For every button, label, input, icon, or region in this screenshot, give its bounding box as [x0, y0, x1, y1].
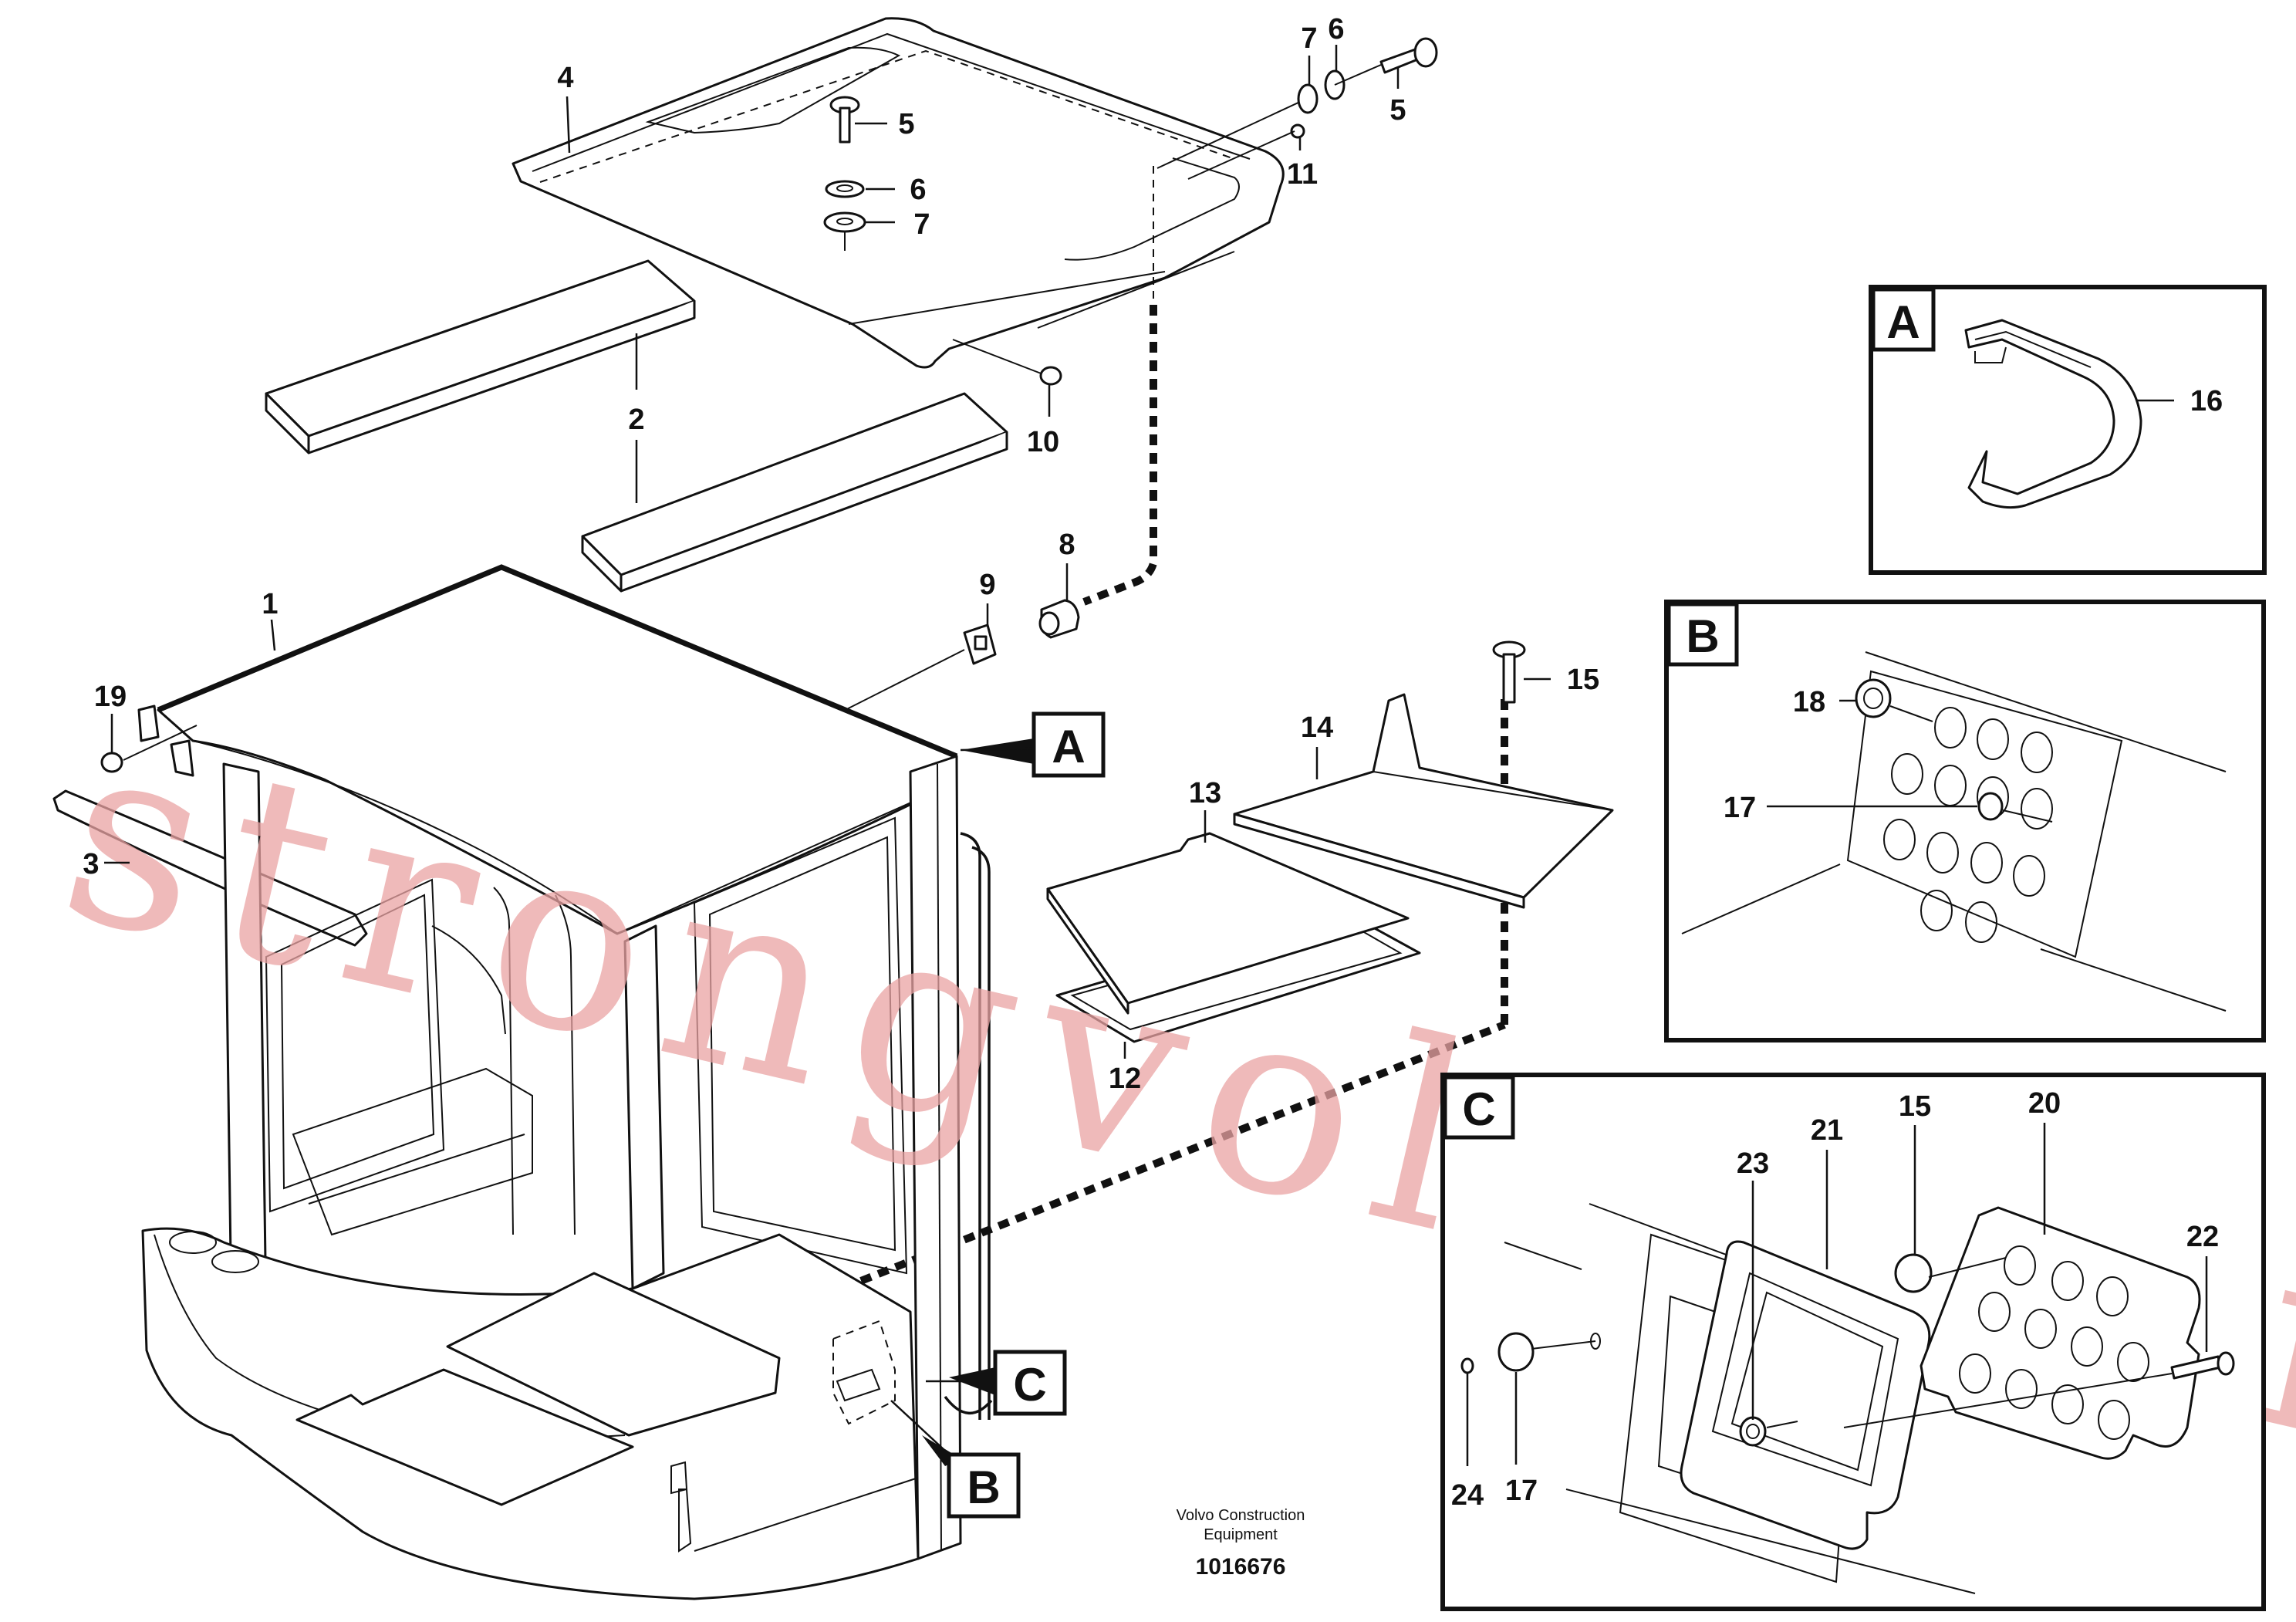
- pointer-label-a: A: [960, 711, 1106, 778]
- callout-5a: 5: [898, 108, 914, 140]
- callout-5b: 5: [1389, 94, 1406, 127]
- callout-9: 9: [979, 569, 995, 601]
- callout-3: 3: [83, 848, 99, 880]
- company-line-2: Equipment: [1204, 1526, 1278, 1543]
- detail-b-letter: B: [1686, 610, 1719, 662]
- callout-2: 2: [628, 404, 644, 436]
- detail-c-callout-24: 24: [1451, 1479, 1484, 1512]
- callout-14: 14: [1301, 711, 1333, 744]
- callout-19: 19: [94, 681, 127, 713]
- callout-1: 1: [262, 588, 278, 620]
- callouts: 1 2 3 4 5 6 7 7 6 5 11 10 8 9 12 13: [83, 13, 1599, 1095]
- callout-4: 4: [557, 62, 573, 94]
- detail-b-grommet-holes: [1883, 707, 2053, 943]
- floor-panels: [1046, 693, 1614, 1043]
- svg-text:B: B: [967, 1461, 1000, 1513]
- clip-and-bushing: [817, 599, 1080, 725]
- callout-6a: 6: [910, 174, 926, 206]
- insulation-pads: [265, 259, 1008, 593]
- cab-frame: [52, 564, 993, 1600]
- detail-a-callout-16: 16: [2190, 385, 2223, 417]
- detail-b-callout-17: 17: [1724, 792, 1756, 824]
- pointer-label-b: B: [890, 1400, 1021, 1519]
- detail-c-callout-23: 23: [1737, 1147, 1769, 1180]
- callout-12: 12: [1109, 1063, 1141, 1095]
- long-bolt: [1492, 640, 1526, 704]
- detail-c-callout-22: 22: [2186, 1221, 2219, 1253]
- plug-part: [952, 339, 1062, 386]
- detail-c-letter: C: [1462, 1083, 1495, 1135]
- callout-8: 8: [1059, 529, 1075, 561]
- detail-panel-b: B 18 17: [1664, 600, 2266, 1042]
- svg-text:C: C: [1013, 1359, 1046, 1411]
- callout-7b: 7: [1301, 22, 1317, 55]
- callout-15: 15: [1567, 664, 1599, 696]
- detail-c-callout-15: 15: [1899, 1090, 1931, 1123]
- callout-13: 13: [1189, 777, 1221, 809]
- detail-c-callout-20: 20: [2028, 1087, 2061, 1120]
- detail-c-callout-21: 21: [1811, 1114, 1843, 1147]
- pointer-label-c: C: [926, 1350, 1067, 1416]
- footer-info: Volvo Construction Equipment 1016676: [1177, 1507, 1305, 1580]
- detail-panel-a: A 16: [1869, 285, 2267, 575]
- roof-bolt-stack: [823, 96, 866, 251]
- callout-6b: 6: [1328, 13, 1344, 46]
- detail-a-letter: A: [1886, 296, 1920, 348]
- callout-11: 11: [1287, 158, 1318, 191]
- roof-cover: [512, 17, 1285, 369]
- side-bolt-stack: [1156, 37, 1438, 180]
- detail-c-grommet-holes: [1959, 1245, 2149, 1440]
- detail-b-callout-18: 18: [1793, 686, 1825, 718]
- callout-7a: 7: [913, 208, 930, 241]
- svg-text:A: A: [1052, 721, 1085, 772]
- detail-panel-c: C: [1440, 1073, 2266, 1611]
- document-number: 1016676: [1196, 1554, 1286, 1580]
- callout-10: 10: [1027, 426, 1059, 458]
- company-line-1: Volvo Construction: [1177, 1507, 1305, 1524]
- detail-c-callout-17: 17: [1505, 1475, 1538, 1507]
